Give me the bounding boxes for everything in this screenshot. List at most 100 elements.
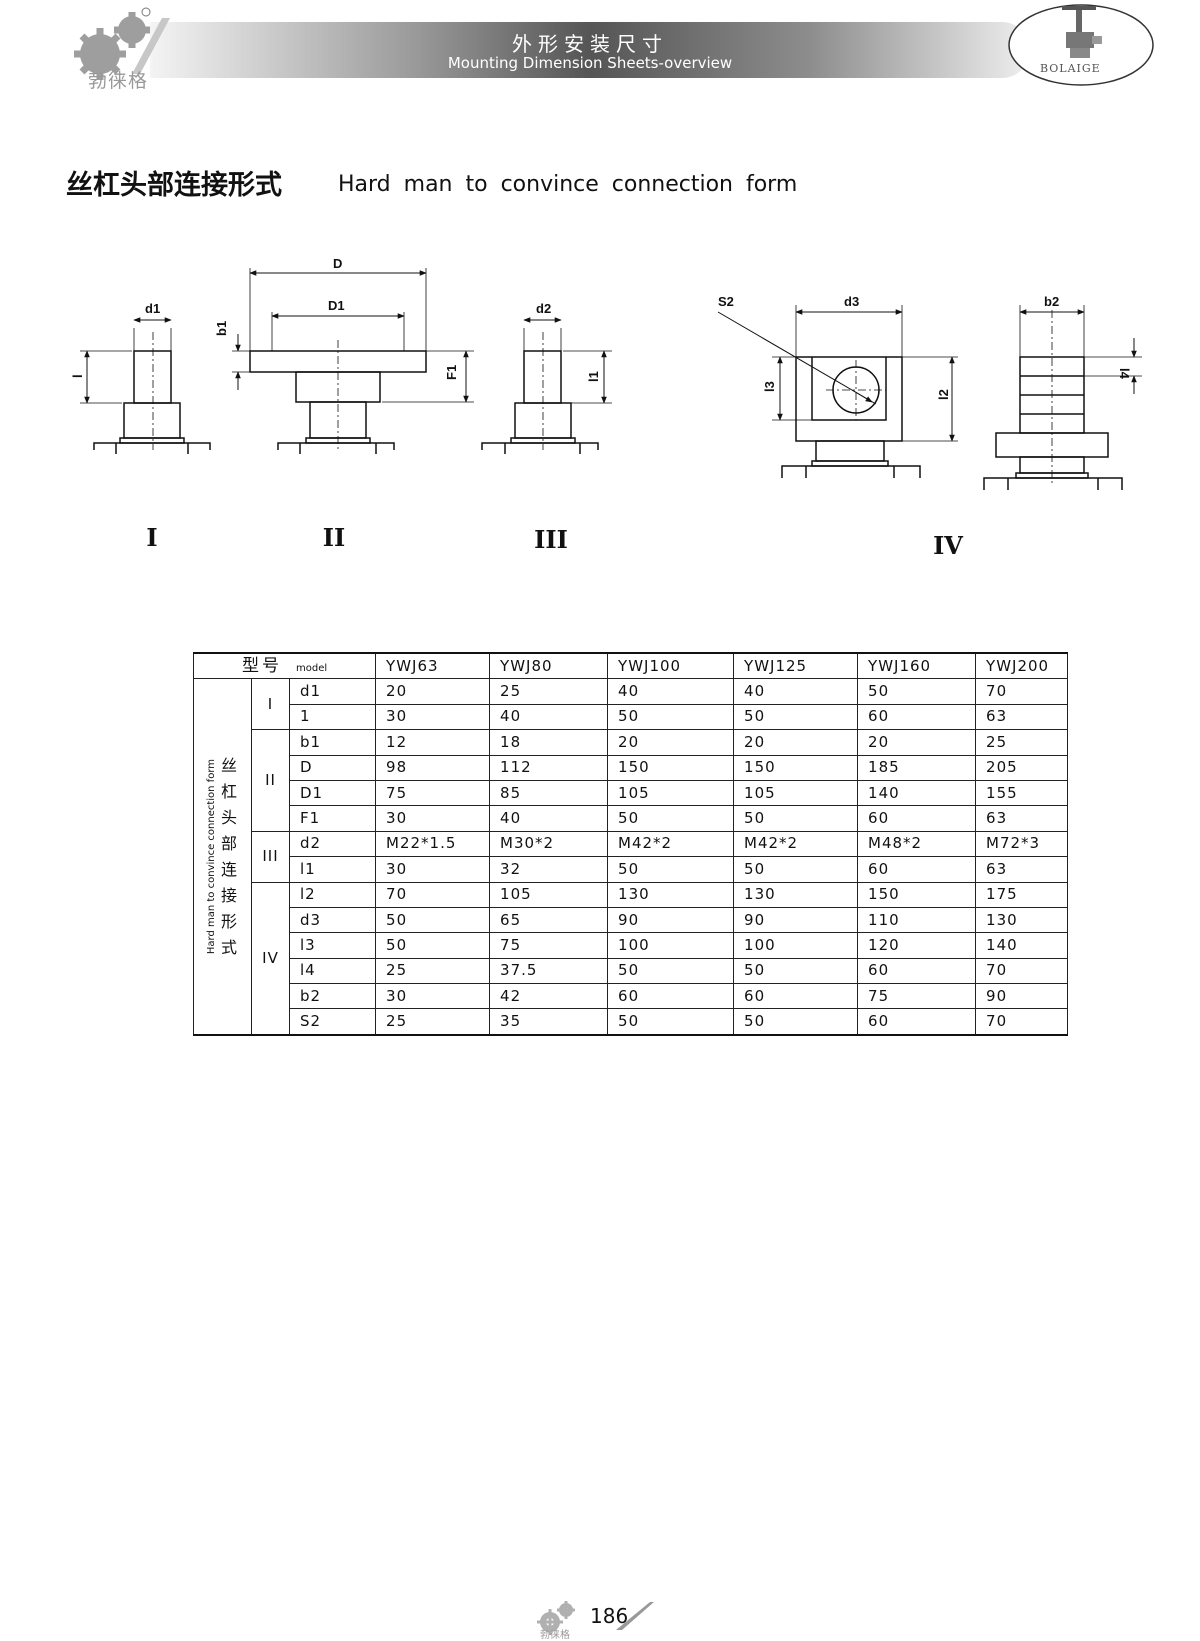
value-cell: 70 [975,678,1069,705]
value-cell: 25 [489,678,609,705]
value-cell: 75 [489,932,609,959]
value-cell: 50 [607,703,735,731]
side-label-en: Hard man to convince connection form [205,759,217,955]
value-cell: M48*2 [857,830,977,858]
value-cell: 35 [489,1008,609,1036]
value-cell: M42*2 [607,830,735,858]
value-cell: 150 [733,754,859,781]
value-cell: 50 [375,906,491,934]
dim-label-D1: D1 [328,298,345,313]
header-title-cn: 外形安装尺寸 [512,32,668,56]
dim-label-b1: b1 [214,321,229,336]
form-iv-front-drawing [717,305,958,478]
dim-label-b2: b2 [1044,294,1059,309]
value-cell: 70 [375,881,491,908]
value-cell: 42 [489,983,609,1010]
header-model-cell: 型号 model [192,652,377,680]
form-label-iii: III [534,525,568,554]
value-cell: 20 [375,678,491,705]
param-cell: D1 [288,779,377,807]
value-cell: 25 [375,957,491,985]
value-cell: 30 [375,805,491,832]
value-cell: 150 [607,754,735,781]
value-cell: 50 [733,1008,859,1036]
value-cell: 63 [975,703,1069,731]
value-cell: 40 [489,805,609,832]
connection-form-drawings: d1 l D D1 b1 F1 d2 l1 S2 d3 l3 l2 b2 l4 … [0,250,1200,570]
param-cell: F1 [288,805,377,832]
param-cell: l4 [288,957,377,985]
col-ywj80: YWJ80 [489,652,609,680]
value-cell: 50 [733,957,859,985]
group-label: I [251,678,290,731]
value-cell: 20 [857,729,977,756]
value-cell: M42*2 [733,830,859,858]
brand-name-cn: 勃徕格 [88,70,149,92]
value-cell: 90 [733,906,859,934]
value-cell: 60 [857,856,977,883]
value-cell: 105 [733,779,859,807]
form-iv-side-drawing [983,305,1142,490]
dim-label-l4: l4 [1117,368,1132,380]
value-cell: 50 [733,805,859,832]
value-cell: 75 [375,779,491,807]
value-cell: 175 [975,881,1069,908]
param-cell: d3 [288,906,377,934]
value-cell: 60 [733,983,859,1010]
value-cell: 100 [733,932,859,959]
value-cell: 50 [607,957,735,985]
form-label-ii: II [323,523,345,552]
value-cell: 50 [857,678,977,705]
value-cell: 30 [375,703,491,731]
brand-name-en: BOLAIGE [1040,62,1101,75]
value-cell: 75 [857,983,977,1010]
value-cell: 40 [733,678,859,705]
param-cell: b1 [288,729,377,756]
value-cell: 18 [489,729,609,756]
section-title-cn: 丝杠头部连接形式 [66,170,282,201]
jack-logo-icon [1008,4,1154,86]
value-cell: 50 [607,1008,735,1036]
form-label-iv: IV [933,531,963,560]
page-number: 186 [590,1604,629,1628]
value-cell: 65 [489,906,609,934]
value-cell: 90 [607,906,735,934]
dim-label-F1: F1 [444,365,459,380]
group-label: II [251,729,290,832]
value-cell: 112 [489,754,609,781]
value-cell: 185 [857,754,977,781]
value-cell: 140 [975,932,1069,959]
value-cell: 130 [975,906,1069,934]
param-cell: l1 [288,856,377,883]
value-cell: 90 [975,983,1069,1010]
form-ii-drawing [232,268,474,454]
value-cell: 63 [975,856,1069,883]
value-cell: 98 [375,754,491,781]
col-ywj100: YWJ100 [607,652,735,680]
value-cell: 50 [375,932,491,959]
value-cell: 100 [607,932,735,959]
param-cell: l3 [288,932,377,959]
col-ywj160: YWJ160 [857,652,977,680]
value-cell: 205 [975,754,1069,781]
col-ywj63: YWJ63 [375,652,491,680]
dim-label-S2: S2 [718,294,734,309]
value-cell: 32 [489,856,609,883]
value-cell: 140 [857,779,977,807]
header-xinghao: 型号 [242,655,282,676]
param-cell: S2 [288,1008,377,1036]
header-model: model [296,662,328,674]
value-cell: 20 [607,729,735,756]
drawing-canvas: d1 l D D1 b1 F1 d2 l1 S2 d3 l3 l2 b2 l4 … [70,256,1142,560]
